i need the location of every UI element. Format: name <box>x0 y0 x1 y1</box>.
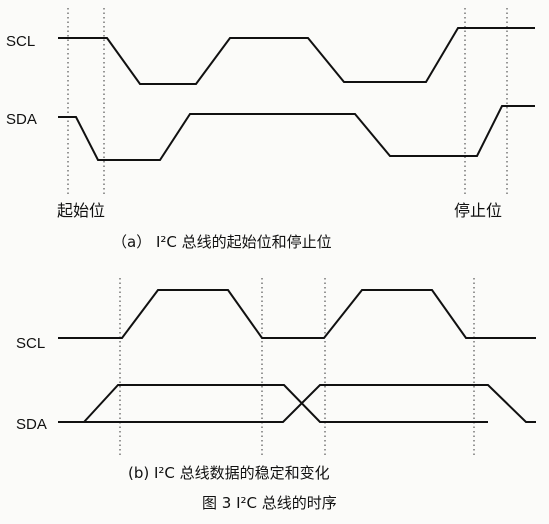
panel-a: SCL SDA 起始位 停止位 （a） I²C 总线的起始位和停止位 <box>6 8 535 251</box>
figure-title: 图 3 I²C 总线的时序 <box>202 494 337 512</box>
start-bit-label: 起始位 <box>57 201 105 220</box>
sda-waveform-b-low <box>58 384 536 423</box>
caption-b: (b) I²C 总线数据的稳定和变化 <box>128 464 330 482</box>
panel-b: SCL SDA (b) I²C 总线数据的稳定和变化 <box>16 278 536 482</box>
stop-bit-label: 停止位 <box>454 201 502 220</box>
scl-waveform-b <box>58 289 536 339</box>
caption-a: （a） I²C 总线的起始位和停止位 <box>112 233 332 251</box>
sda-label-a: SDA <box>6 111 37 128</box>
sda-waveform-b-high <box>83 384 488 423</box>
sda-waveform-a <box>58 105 535 161</box>
sda-label-b: SDA <box>16 416 47 433</box>
scl-label-a: SCL <box>6 33 35 50</box>
scl-label-b: SCL <box>16 335 45 352</box>
scl-waveform-a <box>58 27 535 85</box>
